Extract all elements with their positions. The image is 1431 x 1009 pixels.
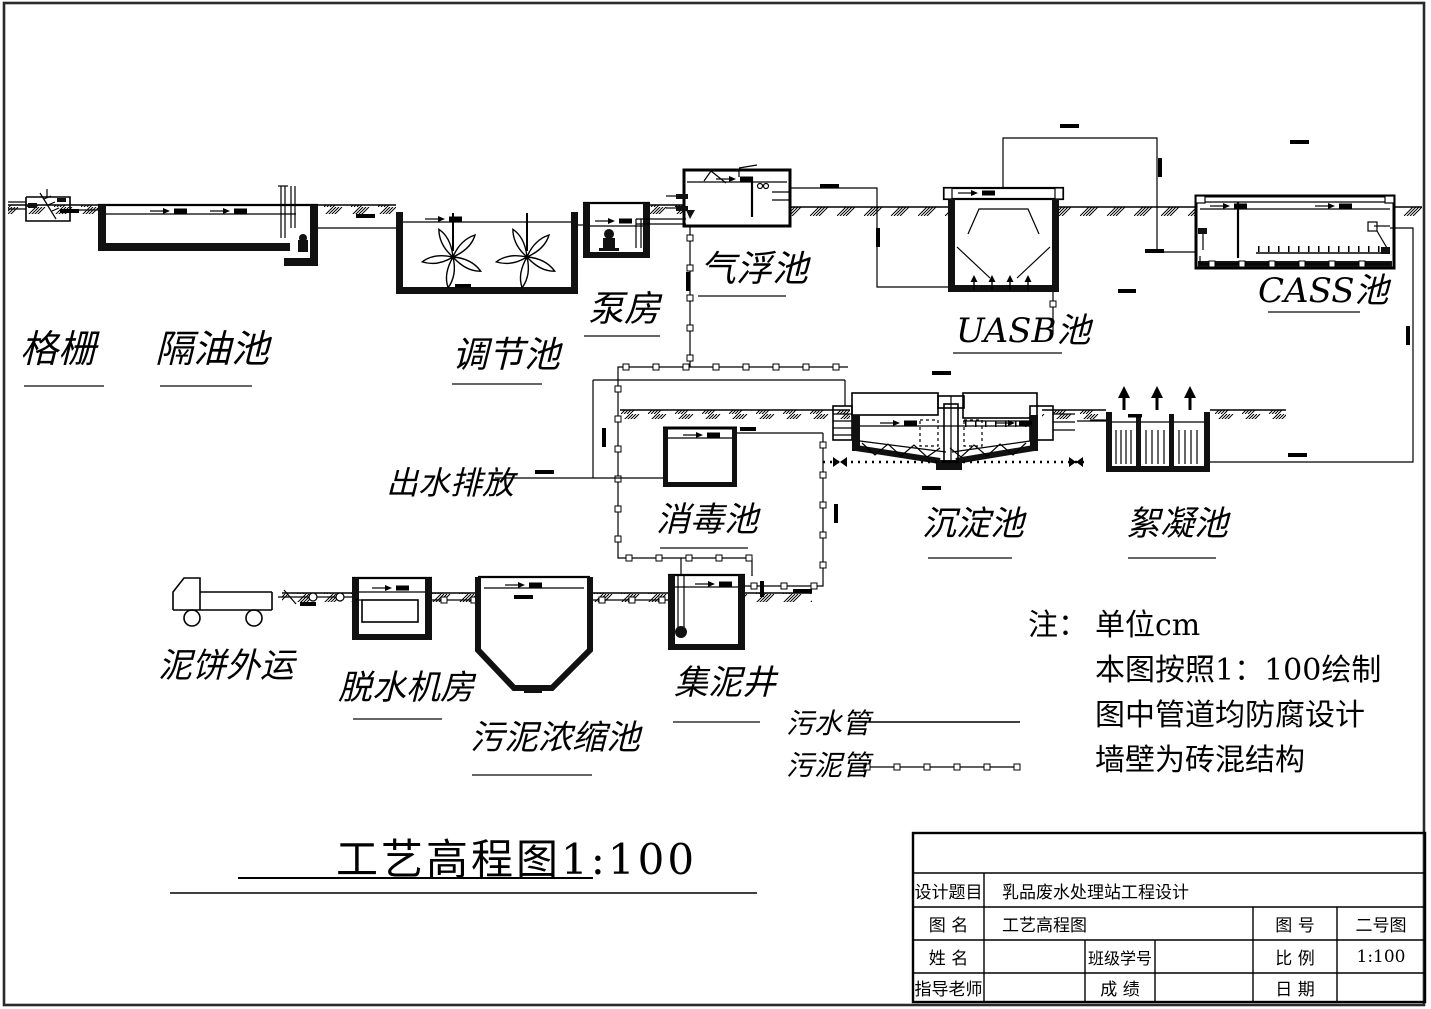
sludge-well-drawing: [668, 558, 753, 650]
title-block-design-topic-value: 乳品废水处理站工程设计: [1002, 882, 1189, 903]
main-title: 工艺高程图1:100: [336, 835, 698, 884]
note-line-1: 单位cm: [1095, 608, 1201, 643]
label-disinfection: 消毒池: [656, 500, 758, 540]
title-block-class-id-value: [1155, 940, 1253, 973]
label-underlines: [24, 295, 1360, 776]
uasb-tank-drawing: [942, 137, 1196, 293]
title-block-date-label: 日 期: [1275, 980, 1315, 1000]
sludge-thickener-drawing: [475, 575, 593, 693]
title-block-name-label: 姓 名: [928, 949, 969, 969]
note-line-3: 图中管道均防腐设计: [1095, 698, 1365, 733]
title-block-drawing-no-label: 图 号: [1275, 916, 1315, 936]
label-effluent-discharge: 出水排放: [386, 464, 515, 502]
label-uasb: UASB池: [956, 311, 1091, 351]
label-sludge-thickener: 污泥浓缩池: [470, 718, 640, 758]
title-block-grid: [911, 831, 1427, 1004]
title-underlines: [170, 877, 757, 894]
label-flocculation: 絮凝池: [1126, 504, 1228, 544]
legend-sludge-pipe-label: 污泥管: [786, 749, 871, 782]
label-sludge-cake-out: 泥饼外运: [158, 646, 294, 686]
flocculation-tank-drawing: [1090, 384, 1210, 472]
equalization-tank-drawing: [396, 212, 583, 294]
notes-prefix: 注：: [1028, 608, 1088, 643]
title-block-drawing-no-value: 二号图: [1355, 916, 1407, 936]
disinfection-tank-drawing: [663, 426, 737, 487]
legend-sewage-pipe-label: 污水管: [786, 707, 871, 740]
title-block-grade-value: [1155, 973, 1253, 1002]
sludge-truck-drawing: [172, 577, 352, 627]
label-equalization: 调节池: [452, 335, 561, 376]
title-block-advisor-value: [984, 973, 1085, 1002]
sludge-pipes: [432, 226, 1057, 604]
air-flotation-tank-drawing: [666, 164, 948, 288]
title-block-date-value: [1337, 973, 1425, 1002]
oil-separator-drawing: [98, 185, 396, 266]
bar-screen-drawing: [8, 189, 98, 222]
title-block-class-id-label: 班级学号: [1087, 948, 1152, 968]
label-air-flotation: 气浮池: [700, 249, 809, 290]
legend-lines: [855, 721, 1021, 771]
elevation-marks: [60, 124, 1410, 606]
cass-tank-drawing: [1194, 194, 1414, 463]
label-dewatering-room: 脱水机房: [338, 668, 474, 708]
title-block-grade-label: 成 绩: [1100, 980, 1140, 1000]
sedimentation-tank-drawing: [823, 392, 1085, 470]
title-block-drawing-name-value: 工艺高程图: [1002, 916, 1087, 936]
ground-line-upper: [8, 204, 1422, 216]
effluent-lines: [495, 379, 1106, 479]
label-pump-house: 泵房: [588, 289, 661, 330]
ground-line-middle: [620, 409, 1286, 419]
title-block-name-value: [984, 940, 1085, 973]
title-block-scale-label: 比 例: [1275, 949, 1315, 969]
pump-house-drawing: [583, 201, 686, 258]
note-line-4: 墙壁为砖混结构: [1095, 743, 1305, 778]
label-bar-screen: 格栅: [20, 327, 97, 371]
label-oil-separator: 隔油池: [155, 327, 270, 371]
label-cass: CASS池: [1258, 271, 1389, 311]
label-sedimentation: 沉淀池: [922, 504, 1024, 544]
dewatering-room-drawing: [352, 576, 432, 640]
title-block-design-topic-label: 设计题目: [914, 882, 983, 903]
note-line-2: 本图按照1：100绘制: [1095, 653, 1382, 688]
label-sludge-well: 集泥井: [674, 663, 776, 703]
title-block-scale-value: 1:100: [1356, 946, 1406, 967]
title-block-drawing-name-label: 图 名: [928, 916, 969, 936]
title-block-advisor-label: 指导老师: [914, 980, 983, 1000]
